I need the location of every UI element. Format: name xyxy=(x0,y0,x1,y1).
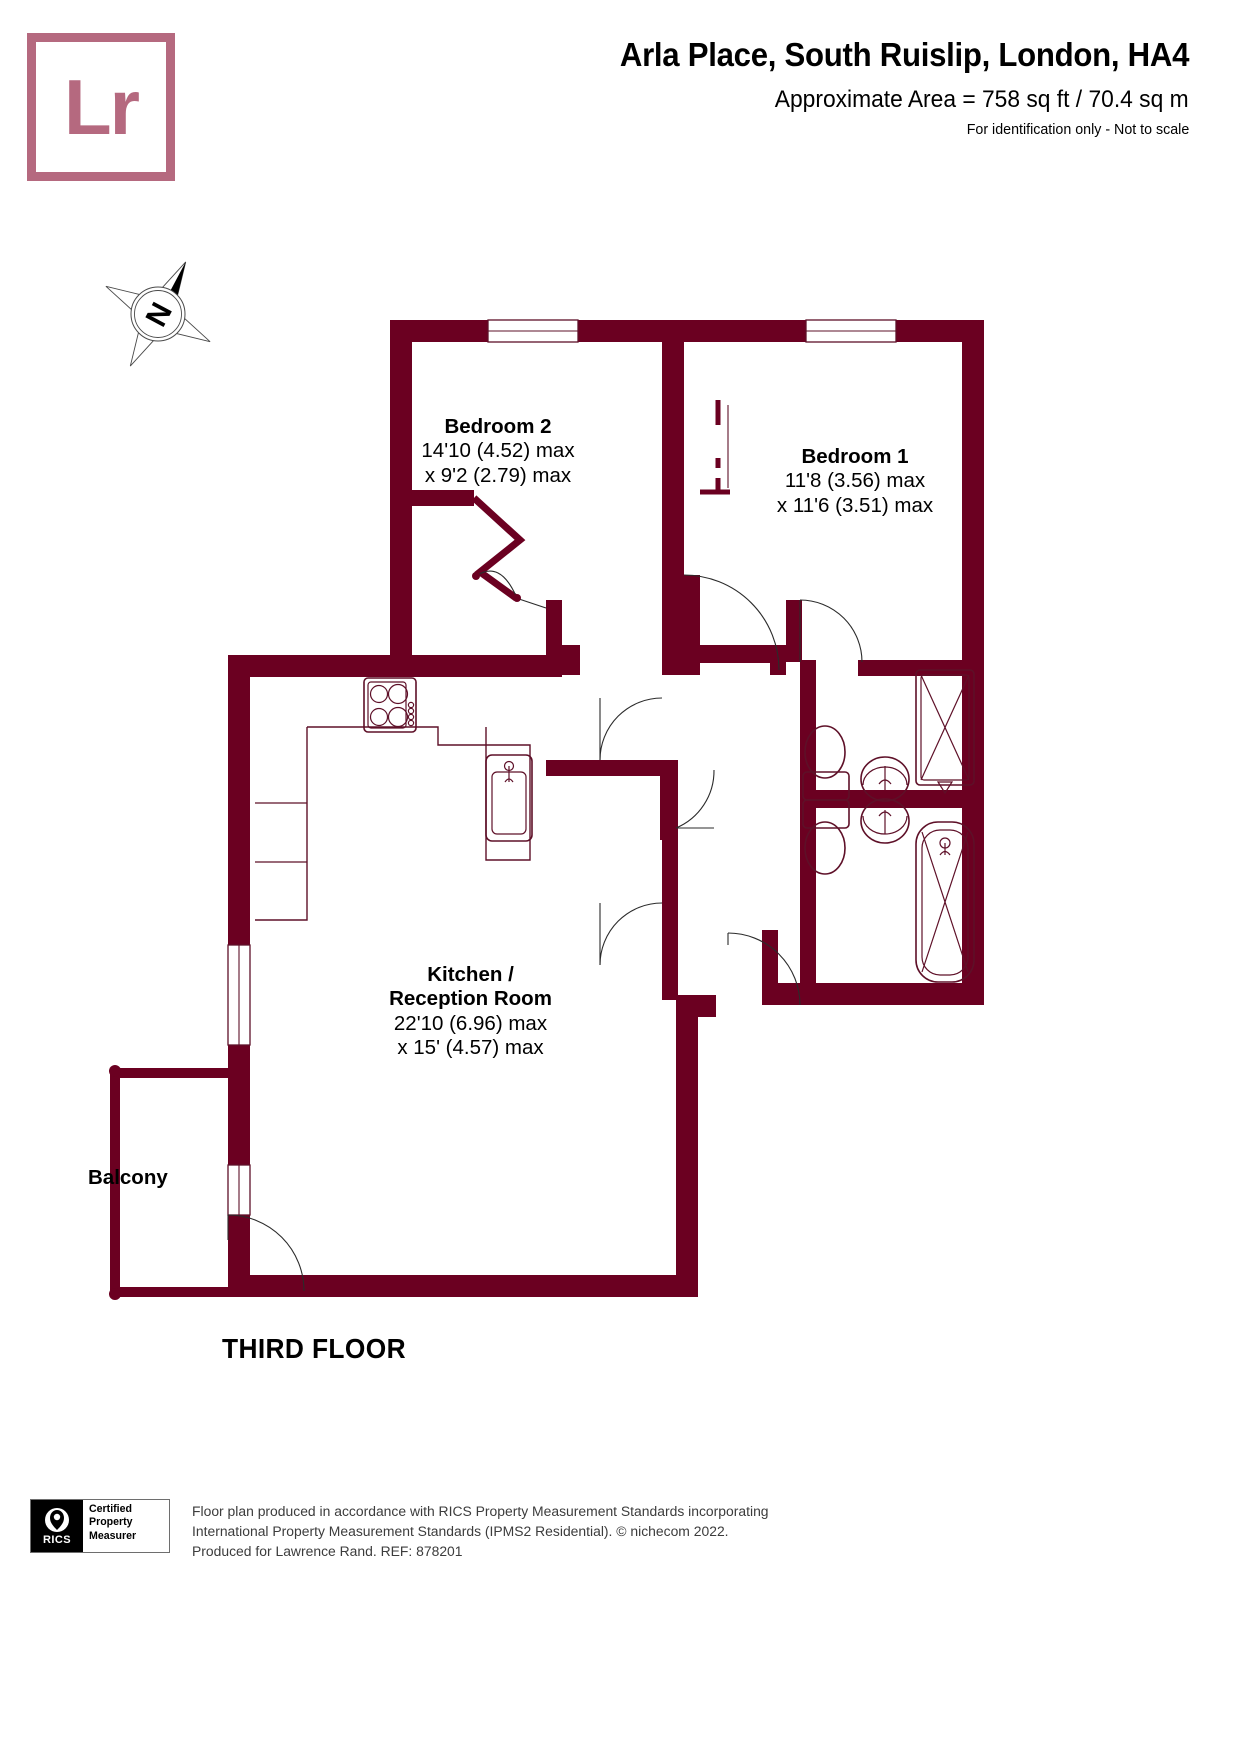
door-balcony xyxy=(227,1214,305,1292)
compass-rose: N xyxy=(105,261,211,367)
floor-label: THIRD FLOOR xyxy=(222,1333,406,1364)
rics-crest-icon xyxy=(45,1507,69,1532)
basin-lower-icon xyxy=(860,798,910,844)
approximate-area: Approximate Area = 758 sq ft / 70.4 sq m xyxy=(775,86,1189,113)
scale-disclaimer: For identification only - Not to scale xyxy=(966,121,1189,138)
door-bedroom1 xyxy=(683,574,780,671)
kitchen-worktop xyxy=(255,726,531,921)
door-kitchen-hall xyxy=(599,902,663,966)
badge-line-3: Measurer xyxy=(89,1529,137,1542)
rics-badge-text: Certified Property Measurer xyxy=(83,1500,169,1552)
kitchen-name-line2: Reception Room xyxy=(389,987,552,1011)
window-balcony-doors xyxy=(227,944,251,1216)
room-label-balcony: Balcony xyxy=(88,1166,268,1190)
bedroom2-dim1: 14'10 (4.52) max xyxy=(421,439,575,463)
bedroom1-dim1: 11'8 (3.56) max xyxy=(784,469,926,493)
door-bedroom2 xyxy=(471,495,547,609)
wc-lower-icon xyxy=(802,799,850,875)
bedroom1-dim2: x 11'6 (3.51) max xyxy=(776,493,934,517)
bedroom1-name: Bedroom 1 xyxy=(801,445,909,468)
shower-icon xyxy=(915,669,975,795)
rics-logo: RICS xyxy=(31,1500,83,1552)
window-bedroom2 xyxy=(487,319,579,343)
door-hall-bedroom2 xyxy=(599,697,663,761)
balcony-name: Balcony xyxy=(88,1166,168,1189)
bath-icon xyxy=(915,821,975,983)
exterior-walls xyxy=(227,319,984,1297)
badge-line-2: Property xyxy=(89,1516,133,1529)
kitchen-dim2: x 15' (4.57) max xyxy=(397,1036,544,1060)
room-label-bedroom2: Bedroom 2 14'10 (4.52) max x 9'2 (2.79) … xyxy=(368,415,628,488)
room-label-bedroom1: Bedroom 1 11'8 (3.56) max x 11'6 (3.51) … xyxy=(720,445,990,518)
door-bathroom xyxy=(727,932,801,1006)
lawrence-rand-logo: Lr xyxy=(27,33,175,181)
bedroom2-dim2: x 9'2 (2.79) max xyxy=(424,463,572,487)
badge-line-1: Certified xyxy=(89,1503,132,1515)
bedroom2-name: Bedroom 2 xyxy=(444,415,552,438)
hob-icon xyxy=(363,677,417,733)
door-ensuite xyxy=(799,599,863,663)
kitchen-dim1: 22'10 (6.96) max xyxy=(393,1011,548,1035)
door-hall-kitchen xyxy=(675,769,715,829)
doors xyxy=(227,495,863,1292)
rics-wordmark: RICS xyxy=(43,1533,71,1546)
rics-certification-badge: RICS Certified Property Measurer xyxy=(30,1499,170,1553)
bedroom1-wardrobe xyxy=(700,400,730,495)
page-title: Arla Place, South Ruislip, London, HA4 xyxy=(619,37,1190,74)
logo-text: Lr xyxy=(64,63,140,151)
balcony-outline xyxy=(109,1065,232,1300)
sink-icon xyxy=(485,754,533,842)
kitchen-name-line1: Kitchen / xyxy=(427,963,514,986)
basin-upper-icon xyxy=(860,756,910,802)
room-label-kitchen-reception: Kitchen / Reception Room 22'10 (6.96) ma… xyxy=(328,963,613,1061)
footer-disclaimer-text: Floor plan produced in accordance with R… xyxy=(192,1504,769,1561)
window-bedroom1 xyxy=(805,319,897,343)
